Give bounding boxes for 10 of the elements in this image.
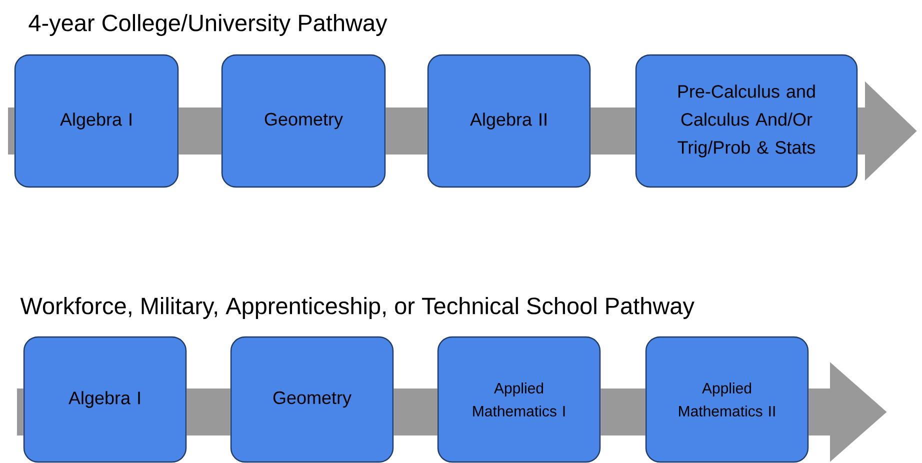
course-box: Algebra II	[427, 54, 591, 188]
course-box: Algebra I	[23, 336, 187, 463]
course-box: Geometry	[221, 54, 386, 188]
course-box: Applied Mathematics I	[437, 336, 601, 463]
heading: Workforce, Military, Apprenticeship, or Technical School Pathway	[20, 297, 694, 319]
course-box: Pre-Calculus and Calculus And/Or Trig/Prob & Stats	[635, 54, 858, 188]
course-box: Applied Mathematics II	[645, 336, 809, 463]
course-box: Algebra I	[14, 54, 179, 188]
course-box: Geometry	[230, 336, 394, 463]
heading: 4-year College/University Pathway	[28, 14, 388, 36]
